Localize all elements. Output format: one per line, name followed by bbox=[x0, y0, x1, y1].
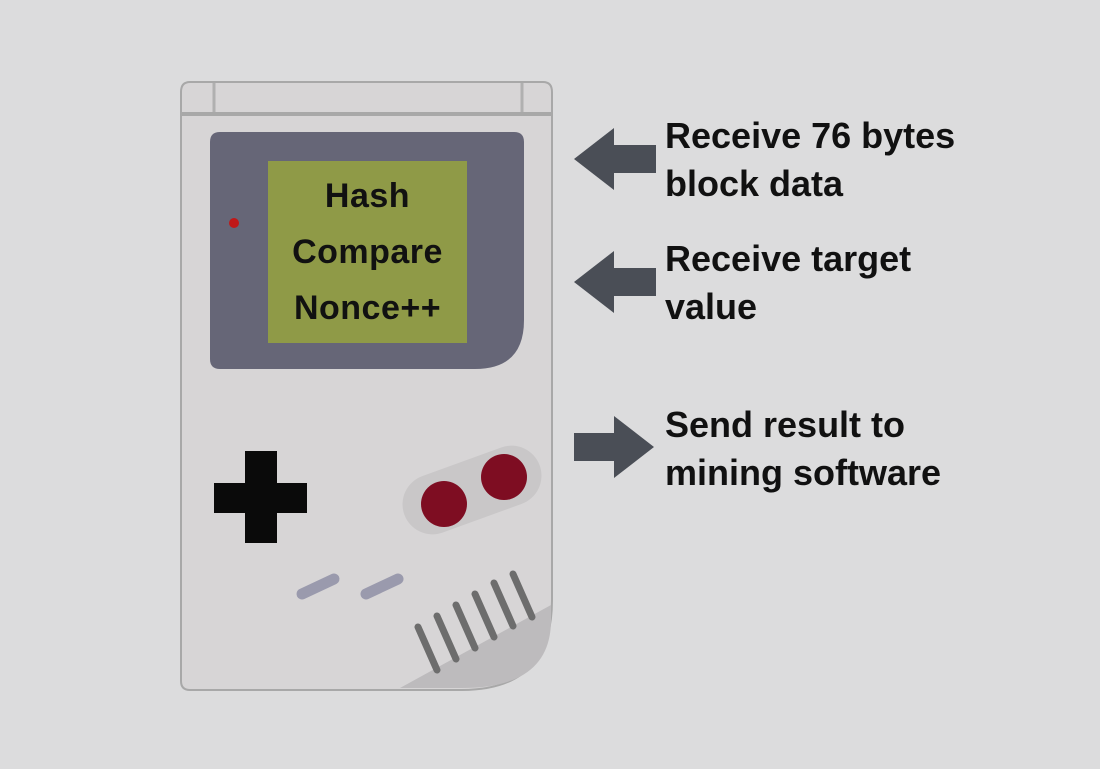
screen-line-hash: Hash bbox=[324, 177, 411, 215]
step-receive-block-data: Receive 76 bytes block data bbox=[665, 112, 955, 208]
arrow-left-icon bbox=[574, 128, 656, 190]
dpad-icon bbox=[214, 451, 307, 543]
step-line: Send result to bbox=[665, 404, 906, 445]
screen-line-compare: Compare bbox=[292, 233, 443, 271]
arrow-left-icon bbox=[574, 251, 656, 313]
step-receive-target: Receive target value bbox=[665, 235, 911, 331]
screen-text: Hash Compare Nonce++ bbox=[268, 161, 467, 343]
power-led bbox=[229, 218, 239, 228]
arrow-right-icon bbox=[574, 416, 654, 478]
select-button bbox=[296, 573, 340, 600]
step-line: block data bbox=[665, 163, 844, 204]
start-button bbox=[360, 573, 404, 600]
screen-line-nonce: Nonce++ bbox=[293, 289, 442, 327]
b-button bbox=[421, 481, 467, 527]
step-line: value bbox=[665, 286, 758, 327]
step-line: Receive 76 bytes bbox=[665, 115, 956, 156]
screen-lcd bbox=[268, 161, 467, 343]
step-line: Receive target bbox=[665, 238, 912, 279]
step-line: mining software bbox=[665, 452, 942, 493]
a-button bbox=[481, 454, 527, 500]
step-send-result: Send result to mining software bbox=[665, 401, 941, 497]
speaker-grille bbox=[414, 570, 536, 674]
